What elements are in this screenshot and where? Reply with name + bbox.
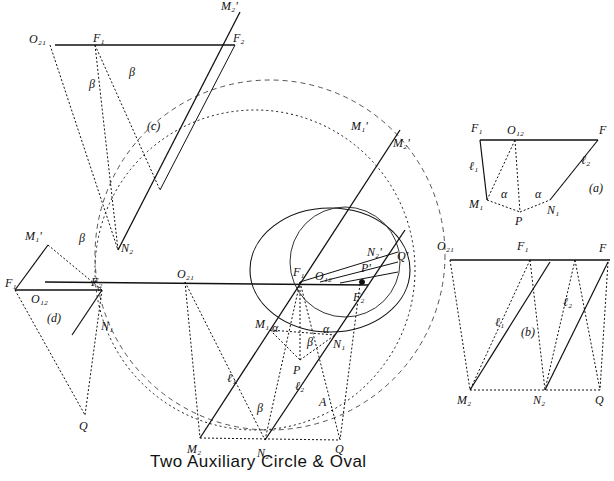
point-label: A — [318, 396, 327, 409]
point-label: (c) — [146, 120, 161, 133]
point-label: β — [128, 66, 136, 79]
point-label: Q' — [396, 250, 409, 263]
point-label: Q — [78, 420, 89, 433]
point-label: F — [598, 242, 607, 255]
point-label: α — [271, 322, 279, 335]
point-label: O₂₁ — [436, 240, 455, 253]
point-label: M₁' — [350, 120, 369, 133]
point-label: O₁₂ — [506, 124, 525, 137]
point-label: β — [256, 402, 264, 415]
point-label: α — [500, 188, 508, 201]
point-label: α — [534, 188, 542, 201]
point-label: M₂ — [456, 394, 472, 407]
point-label: P — [292, 364, 301, 377]
point-label: ℓ₂ — [562, 296, 573, 309]
point-label: ℓ₁ — [468, 160, 479, 173]
point-label: M₁ — [254, 318, 270, 331]
point-label: α — [322, 323, 330, 336]
point-label: O₂₁ — [28, 33, 47, 46]
point-label: M₂' — [220, 0, 239, 13]
point-label: F₁ — [292, 266, 306, 279]
point-label: N₂ — [532, 394, 546, 407]
point-label: M₁' — [24, 230, 43, 243]
point-label: O₁₂ — [30, 293, 49, 306]
point-label: P — [514, 215, 523, 228]
point-label: N₁ — [546, 204, 560, 217]
point-label: N₁ — [332, 338, 346, 351]
point-label: F — [598, 124, 607, 137]
point-label: M₁ — [468, 198, 484, 211]
point-label: M₂' — [392, 137, 411, 150]
point-label: β — [306, 336, 314, 349]
point-label: (b) — [520, 326, 536, 339]
point-label: N₁ — [100, 320, 114, 333]
point-label: F₁ — [92, 32, 106, 45]
point-label: F₂ — [90, 276, 104, 289]
point-label: N₂ — [120, 242, 134, 255]
point-label: F₁ — [516, 240, 530, 253]
figure-caption: Two Auxiliary Circle & Oval — [150, 452, 367, 472]
point-label: β — [78, 232, 86, 245]
point-label: O₁₂ — [314, 270, 333, 283]
point-label: F₁ — [4, 277, 18, 290]
point-label: (a) — [588, 182, 604, 195]
point-label: ℓ₂ — [294, 380, 305, 393]
point-label: P' — [360, 262, 372, 275]
point-label: F₁ — [470, 122, 484, 135]
point-label: F₂ — [232, 32, 246, 45]
point-label: F₂ — [352, 291, 366, 304]
point-label: O₂₁ — [176, 268, 195, 281]
point-label: ℓ₁ — [226, 372, 237, 385]
point-label: ℓ₁ — [494, 316, 505, 329]
point-label: (d) — [46, 312, 62, 325]
point-label: Q — [594, 394, 605, 407]
point-label: β — [88, 78, 96, 91]
point-label: ℓ₂ — [580, 154, 591, 167]
point-label: N₂' — [366, 246, 383, 259]
